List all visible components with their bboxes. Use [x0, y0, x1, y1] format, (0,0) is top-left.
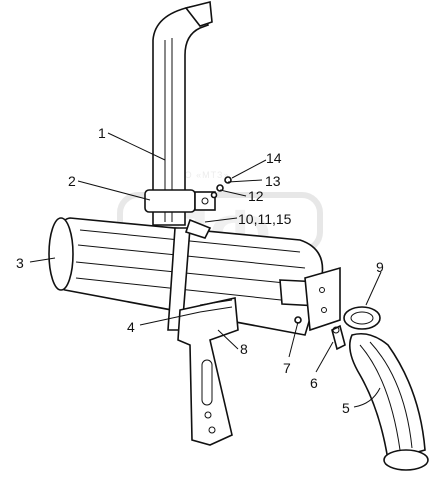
callout-7: 7 — [283, 360, 291, 376]
callout-12: 12 — [248, 188, 264, 204]
callout-2: 2 — [68, 173, 76, 189]
callout-6: 6 — [310, 375, 318, 391]
callout-3: 3 — [16, 255, 24, 271]
callouts: 1 2 3 4 5 6 7 8 9 10,11,15 12 13 14 — [16, 125, 384, 416]
callout-10-11-15: 10,11,15 — [238, 211, 292, 227]
callout-9: 9 — [376, 259, 384, 275]
leader-lines — [29, 132, 382, 408]
callout-1: 1 — [98, 125, 106, 141]
watermark-text: ОАО «МТЗ» — [170, 170, 229, 180]
hose-clamp-ring — [343, 306, 381, 330]
mounting-bracket — [177, 297, 239, 446]
callout-4: 4 — [127, 319, 135, 335]
flange-plate — [294, 266, 341, 332]
callout-13: 13 — [265, 173, 281, 189]
strap-band — [167, 218, 212, 331]
bolt — [331, 324, 346, 351]
fastener-set — [210, 176, 232, 199]
callout-5: 5 — [342, 400, 350, 416]
pipe-clamp — [144, 189, 216, 213]
callout-8: 8 — [240, 341, 248, 357]
flexible-hose — [349, 332, 429, 471]
callout-14: 14 — [266, 150, 282, 166]
